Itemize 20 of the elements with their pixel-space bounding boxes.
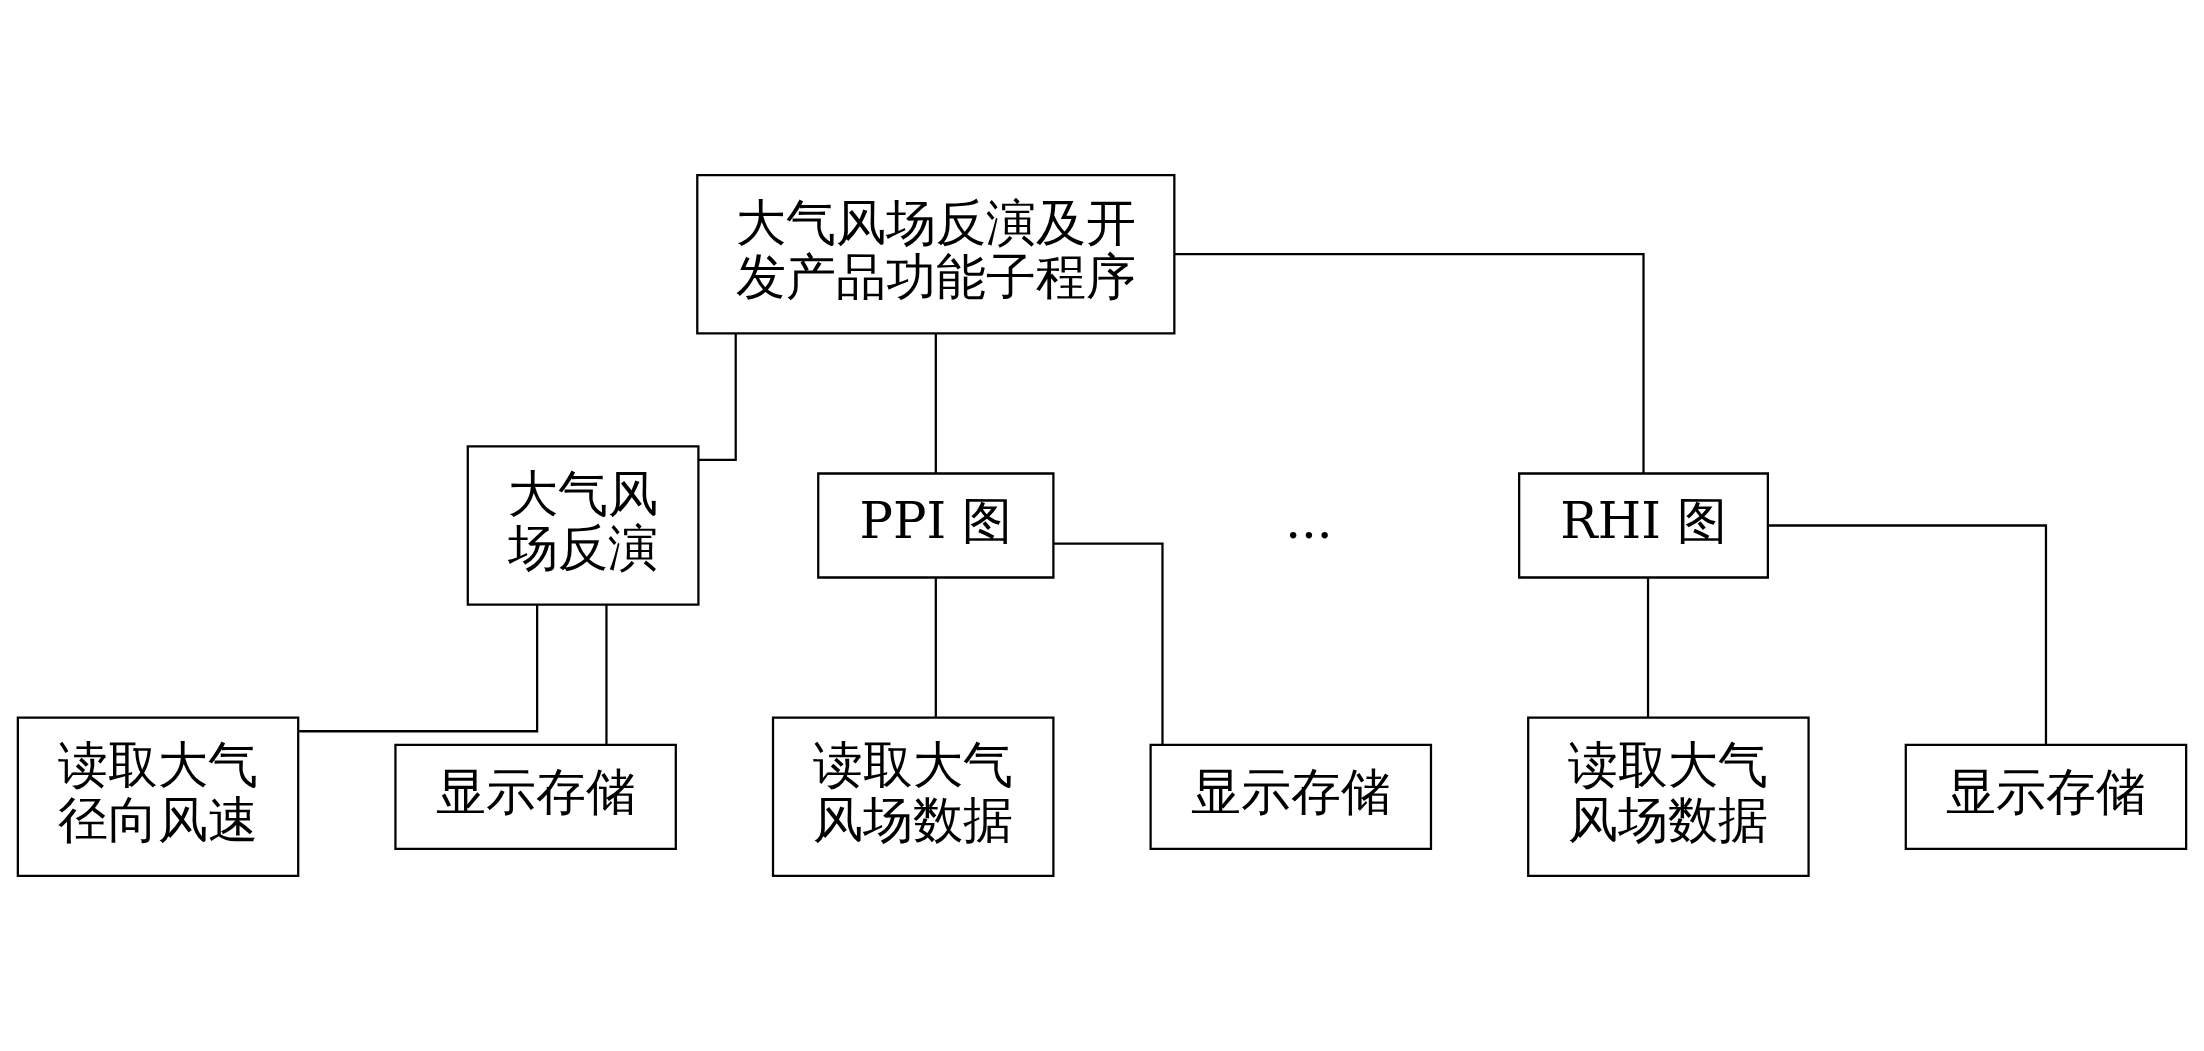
node-box: 读取大气风场数据	[1527, 716, 1810, 878]
node-box: 显示存储	[394, 743, 677, 850]
connector	[605, 604, 608, 745]
node-box: PPI 图	[817, 472, 1055, 579]
node-box: 大气风场反演及开发产品功能子程序	[696, 173, 1176, 335]
connector	[934, 577, 937, 717]
node-box: 显示存储	[1149, 743, 1433, 850]
node-box: RHI 图	[1518, 472, 1769, 579]
node-box: 显示存储	[1904, 743, 2188, 850]
connector	[1174, 253, 1645, 474]
connector	[299, 605, 539, 733]
node-box: 大气风场反演	[466, 445, 700, 606]
node-box: 读取大气风场数据	[771, 716, 1055, 878]
connector	[1646, 577, 1650, 717]
connector	[1768, 524, 2048, 745]
label: ...	[1285, 492, 1333, 551]
connector	[698, 333, 737, 462]
connector	[934, 333, 937, 474]
node-box: 读取大气径向风速	[16, 716, 300, 878]
connector	[1053, 542, 1164, 745]
